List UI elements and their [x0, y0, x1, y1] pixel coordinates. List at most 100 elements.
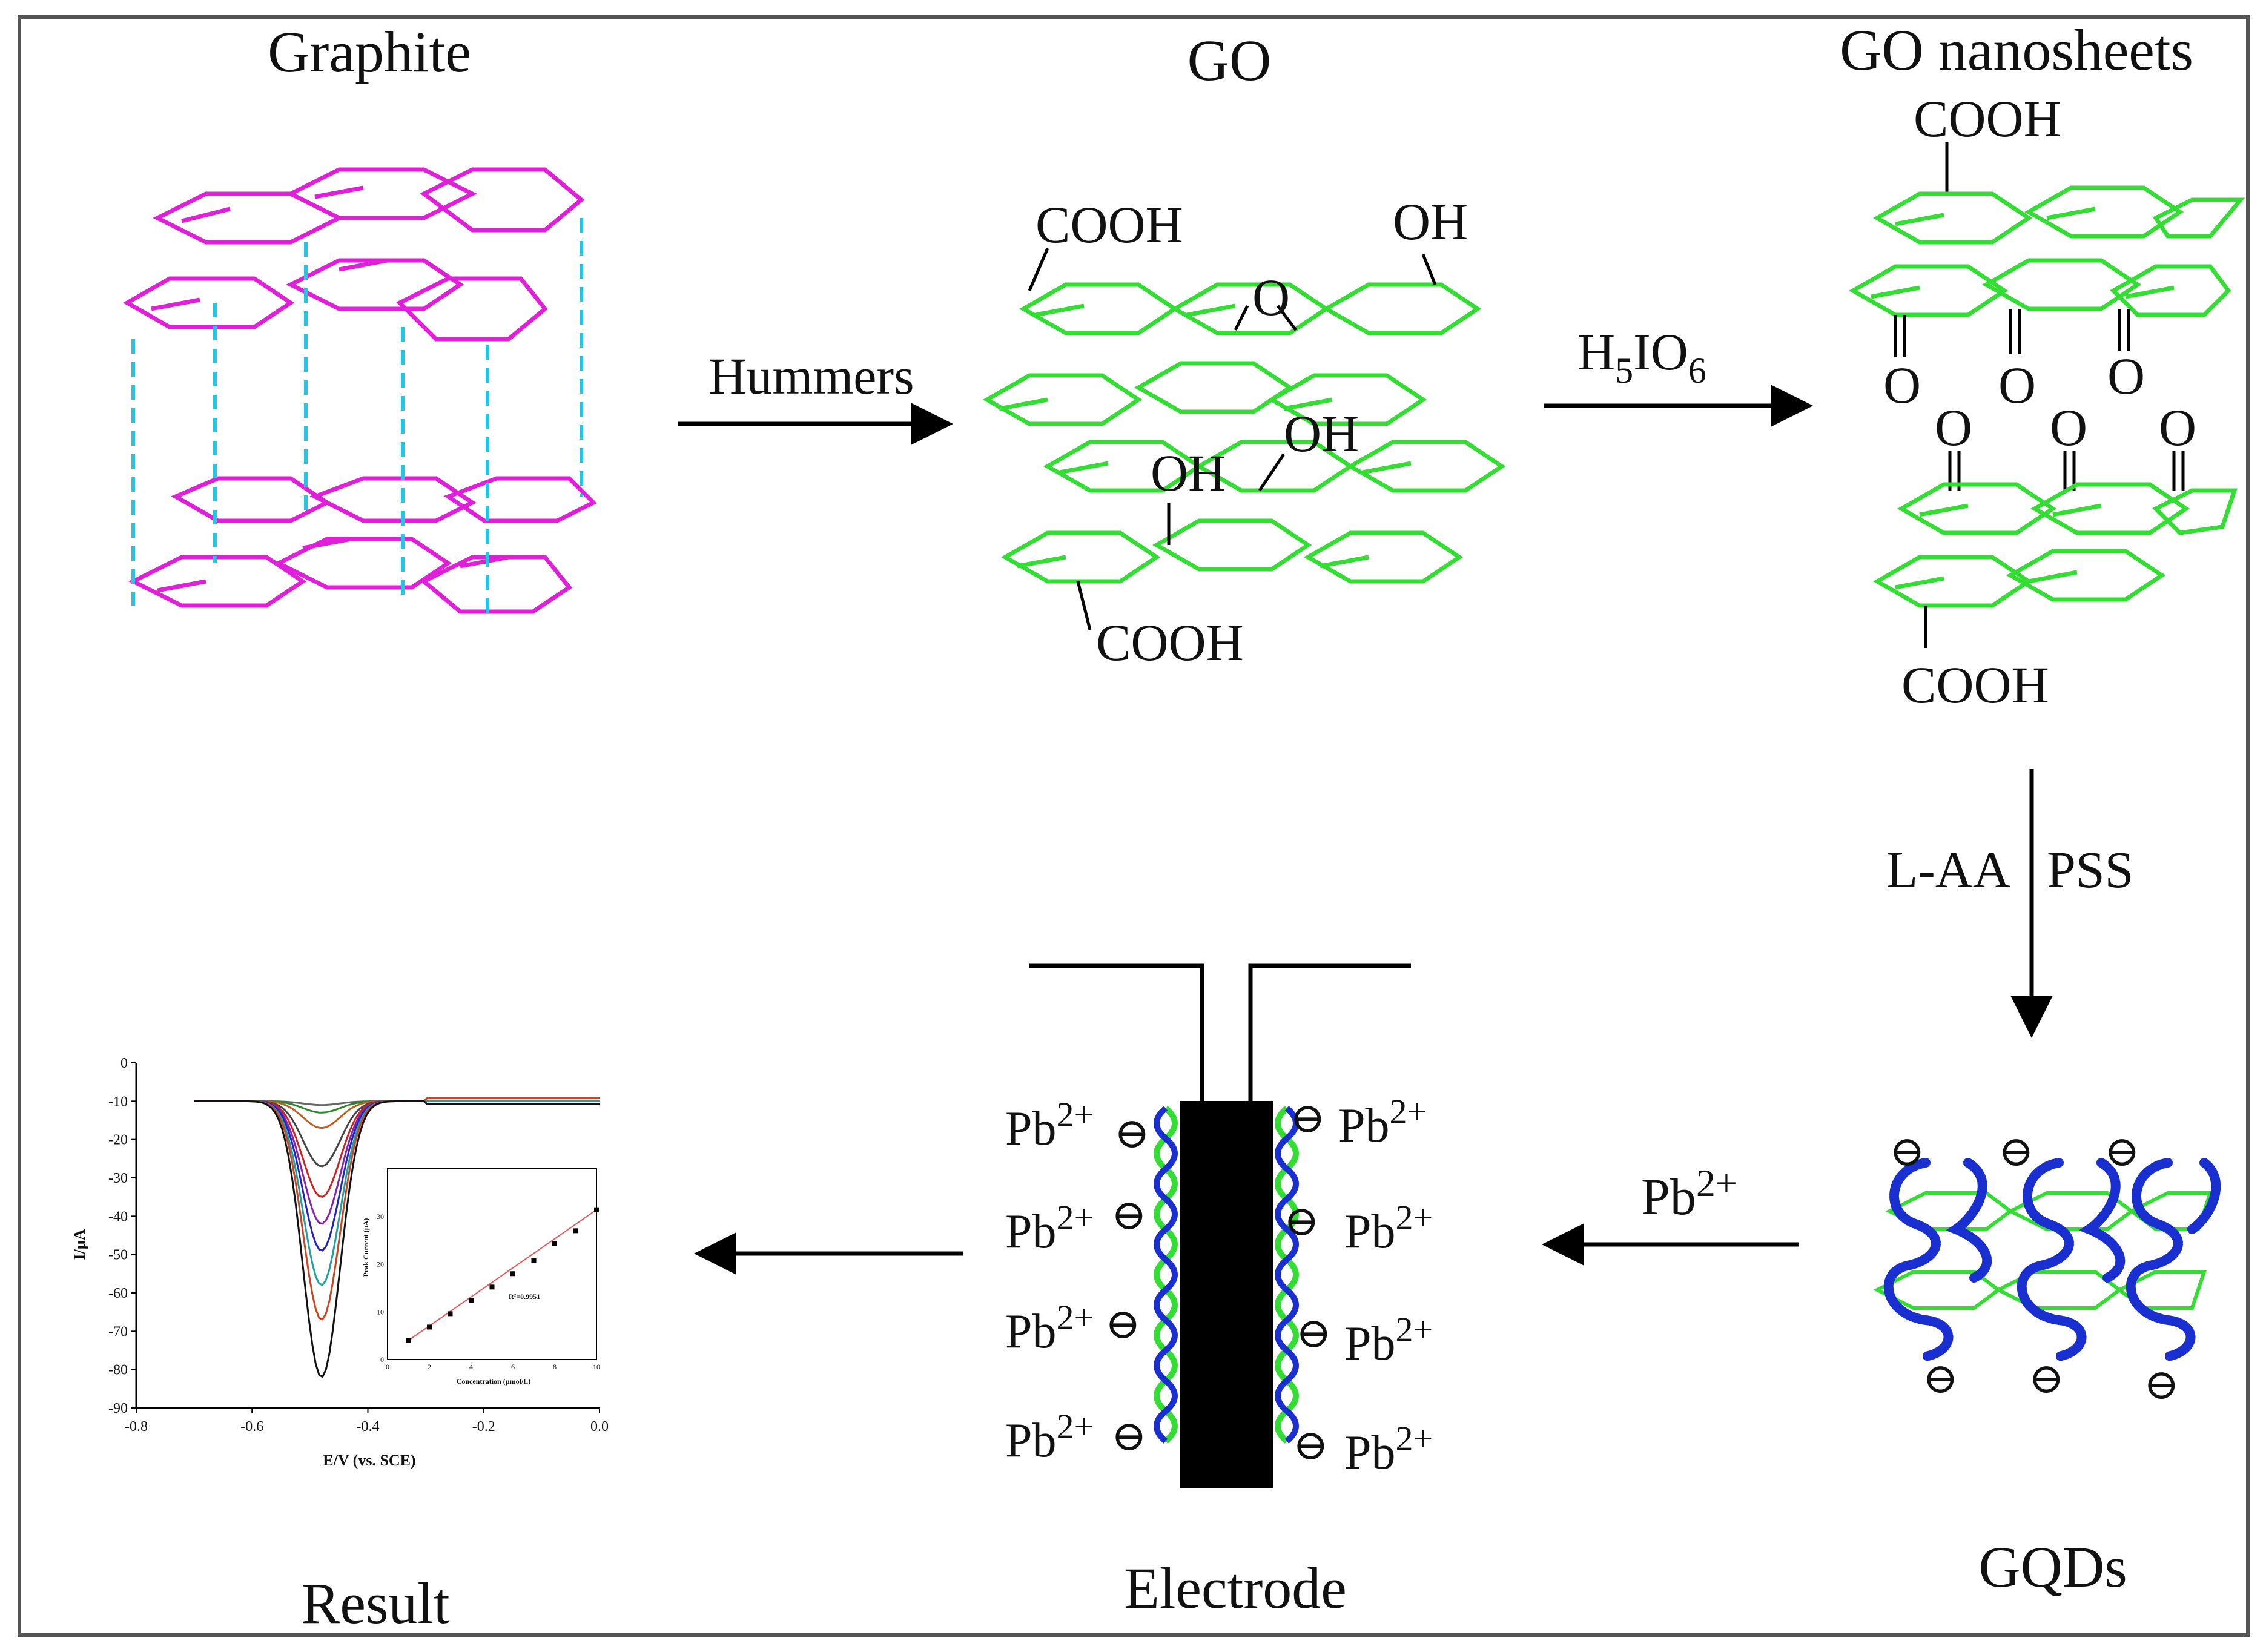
nanosheet-cooh-bottom: COOH: [1901, 656, 2049, 714]
y-tick-label: -30: [108, 1171, 128, 1186]
inset-data-point: [489, 1284, 495, 1290]
negative-charge-icon: ⊖: [1111, 1413, 1147, 1460]
y-tick-label: -80: [108, 1363, 128, 1378]
inset-data-point: [406, 1338, 411, 1343]
electrode-body: [1180, 1101, 1273, 1488]
inset-data-point: [427, 1324, 432, 1330]
electrode-lead-ions: Pb2+ Pb2+ Pb2+ Pb2+ Pb2+ Pb2+ Pb2+ Pb2+: [1005, 1092, 1433, 1479]
y-tick-label: -70: [108, 1324, 128, 1340]
electrode-lead-right: [1248, 963, 1411, 1102]
gqds-label: GQDs: [1978, 1535, 2127, 1599]
figure-border: [18, 15, 2250, 1637]
negative-charge-icon: ⊖: [1114, 1111, 1150, 1157]
x-tick-label: 0.0: [590, 1419, 609, 1435]
voltammogram-series-line: [194, 1100, 600, 1168]
negative-charge-icon: ⊖: [1296, 1310, 1332, 1357]
inset-data-point: [594, 1207, 599, 1212]
lead-ion-label: Pb2+: [1005, 1198, 1094, 1258]
y-tick-label: 0: [121, 1056, 128, 1071]
electrode-label: Electrode: [1124, 1556, 1347, 1621]
pss-label: PSS: [2047, 841, 2134, 899]
go-epoxy-o: O: [1252, 268, 1290, 326]
carbonyl-o-2: O: [1998, 356, 2036, 414]
nanosheet-upper-carbonyls: [1894, 309, 2130, 357]
nanosheet-upper: [1848, 185, 2245, 317]
electrode-assembly: ⊖ ⊖ ⊖ ⊖ ⊖ ⊖ ⊖ ⊖ Pb2+ Pb2+ Pb2+ Pb2+ Pb2+…: [1005, 963, 1433, 1488]
carbonyl-o-3: O: [2107, 347, 2145, 405]
y-tick-label: -10: [108, 1094, 128, 1109]
negative-charge-icon: ⊖: [1284, 1198, 1320, 1245]
inset-y-tick-label: 10: [377, 1307, 384, 1316]
x-tick-label: -0.6: [240, 1419, 263, 1435]
go-oh-mid-left: OH: [1151, 444, 1226, 502]
chart-series: [194, 1097, 600, 1378]
lead-ion-label: Pb2+: [1338, 1092, 1427, 1152]
hummers-label: Hummers: [709, 347, 914, 405]
inset-x-tick-label: 10: [593, 1363, 600, 1371]
go-nanosheets-label: GO nanosheets: [1840, 18, 2193, 82]
inset-xlabel: Concentration (µmol/L): [457, 1377, 531, 1386]
inset-axes: [387, 1168, 597, 1360]
negative-charge-icon: ⊖: [1111, 1192, 1147, 1239]
lead-ion-label: Pb2+: [1344, 1198, 1433, 1258]
inset-fit-line: [408, 1209, 597, 1341]
result-label: Result: [301, 1571, 450, 1636]
go-label: GO: [1188, 28, 1272, 93]
go-cooh-top: COOH: [1036, 196, 1183, 254]
negative-charge-icon: ⊖: [1105, 1301, 1141, 1348]
inset-x-tick-label: 4: [469, 1363, 473, 1371]
carbonyl-o-4: O: [1935, 398, 1972, 457]
graphite-bottom-layer: [128, 476, 597, 614]
go-oh-mid-right: OH: [1284, 405, 1359, 463]
go-bonds: [1028, 248, 1437, 630]
inset-frame: [387, 1168, 597, 1360]
negative-charge-icon: ⊖: [1998, 1129, 2034, 1175]
inset-y-tick-label: 0: [380, 1355, 384, 1364]
inset-x-tick-label: 6: [511, 1363, 515, 1371]
negative-charge-icon: ⊖: [1889, 1129, 1925, 1175]
periodic-acid-label: H5IO6: [1577, 323, 1706, 391]
y-tick-label: -90: [108, 1401, 128, 1416]
y-tick-label: -50: [108, 1247, 128, 1263]
lead-ion-label: Pb2+: [1005, 1095, 1094, 1155]
negative-charge-icon: ⊖: [2029, 1356, 2064, 1403]
y-tick-label: -60: [108, 1286, 128, 1301]
graphite-label: Graphite: [268, 19, 471, 84]
y-tick-label: -20: [108, 1132, 128, 1148]
negative-charge-icon: ⊖: [1293, 1422, 1329, 1469]
chart-axes: [131, 1062, 600, 1413]
lead-ion-label: Pb2+: [1344, 1419, 1433, 1479]
inset-data-point: [531, 1258, 537, 1263]
electrode-pss-coating: [1154, 1106, 1299, 1444]
l-aa-label: L-AA: [1886, 841, 2010, 899]
carbonyl-o-6: O: [2159, 398, 2196, 457]
lead-ion-label: Pb2+: [1005, 1407, 1094, 1467]
chart-ylabel: I/µA: [71, 1229, 88, 1260]
inset-data-point: [552, 1241, 557, 1246]
lead-ion-label: Pb2+: [1344, 1310, 1433, 1370]
electrode-charges: ⊖ ⊖ ⊖ ⊖ ⊖ ⊖ ⊖ ⊖: [1105, 1095, 1332, 1469]
negative-charge-icon: ⊖: [1923, 1356, 1958, 1403]
inset-data-point: [573, 1228, 578, 1234]
voltammogram-series-line: [194, 1100, 600, 1378]
gqd-charges: ⊖ ⊖ ⊖ ⊖ ⊖ ⊖: [1889, 1129, 2179, 1409]
negative-charge-icon: ⊖: [2104, 1129, 2140, 1175]
electrode-lead-left: [1029, 963, 1204, 1102]
pss-coils: [1883, 1158, 2221, 1361]
inset-x-tick-label: 0: [386, 1363, 389, 1371]
lead-step-label: Pb2+: [1641, 1161, 1737, 1226]
go-oh-top: OH: [1393, 193, 1468, 251]
inset-r-squared: R²=0.9951: [509, 1292, 540, 1301]
voltammogram-series-line: [194, 1100, 600, 1114]
carbonyl-o-5: O: [2050, 398, 2087, 457]
inset-data-point: [448, 1311, 453, 1317]
x-tick-label: -0.8: [125, 1419, 148, 1435]
go-sheet-top: [982, 282, 1482, 426]
inset-x-tick-label: 8: [553, 1363, 557, 1371]
inset-data-point: [469, 1298, 474, 1303]
x-tick-label: -0.2: [472, 1419, 495, 1435]
negative-charge-icon: ⊖: [1290, 1095, 1326, 1142]
